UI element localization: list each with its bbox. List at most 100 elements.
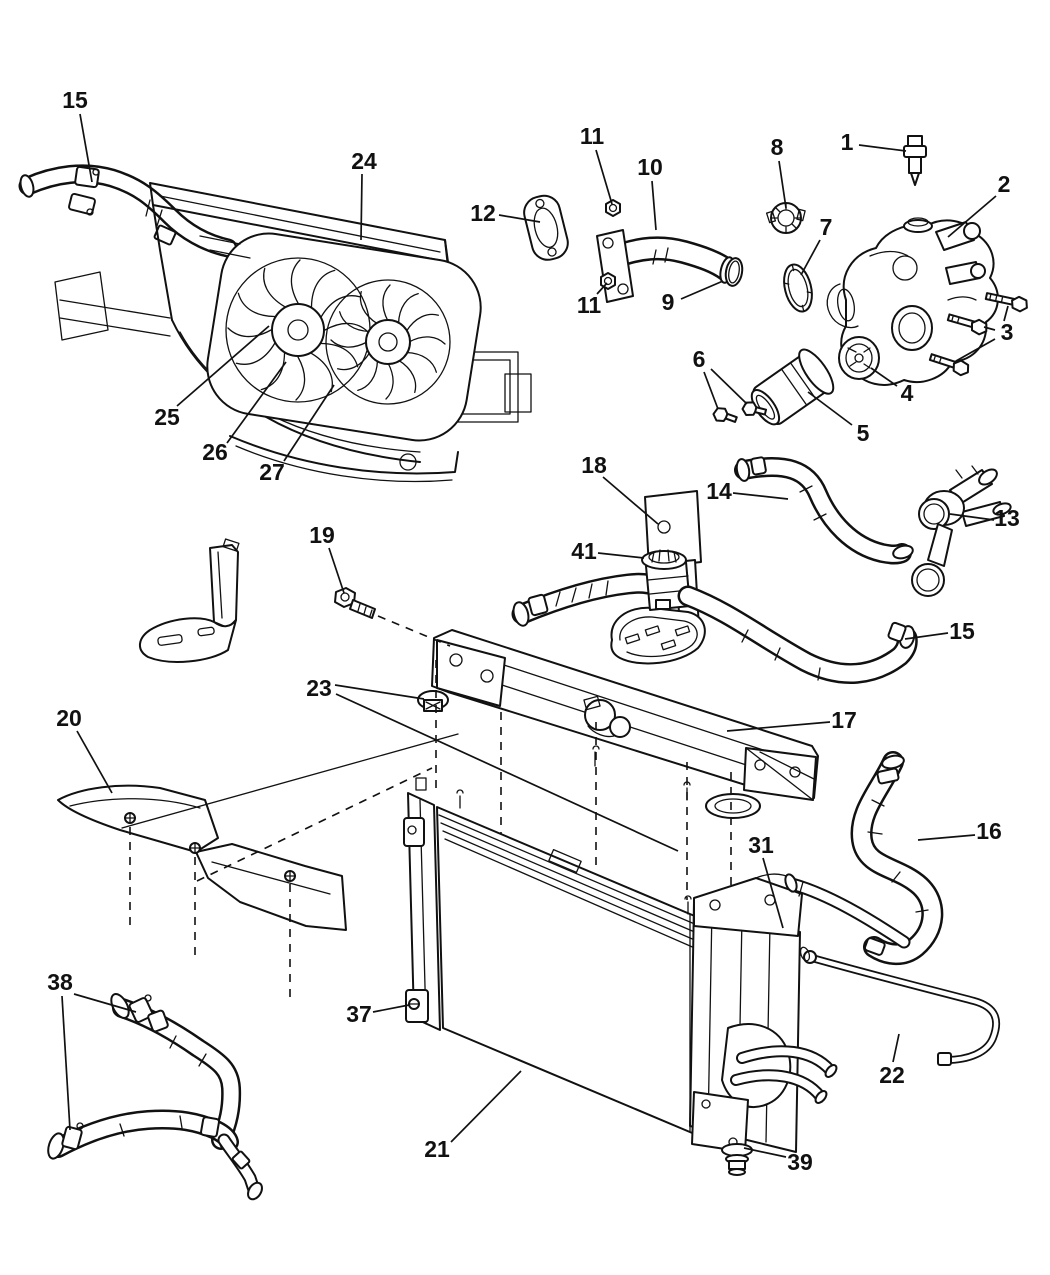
- leader-line-37-27: [372, 1004, 410, 1013]
- callout-31-25: 31: [748, 832, 774, 858]
- leader-line-8-7: [778, 160, 787, 209]
- leader-line-26-32: [226, 361, 287, 444]
- leader-line-16-24: [917, 834, 976, 841]
- leader-line-5-13: [807, 391, 853, 426]
- bypass-hose-assembly-drawing: [47, 993, 263, 1201]
- air-shield-drawing: [57, 784, 347, 931]
- callout-37-27: 37: [346, 1001, 372, 1027]
- callout-19-20: 19: [309, 522, 335, 548]
- callout-8-7: 8: [771, 134, 784, 160]
- leader-line-2-9: [947, 195, 997, 238]
- side-support-assembly-drawing: [689, 873, 838, 1176]
- callout-27-33: 27: [259, 459, 285, 485]
- callout-14-17: 14: [706, 478, 732, 504]
- water-pump-detail-drawing: [583, 695, 631, 738]
- line-art: [18, 135, 1028, 1201]
- leader-line-19-20: [328, 547, 345, 594]
- callout-17-22: 17: [831, 707, 857, 733]
- leader-line-15-0: [79, 113, 93, 183]
- leader-line-31-25: [762, 857, 784, 929]
- leader-line-39-30: [743, 1147, 787, 1158]
- callout-5-13: 5: [857, 420, 870, 446]
- leader-line-11-6: [596, 282, 608, 295]
- callout-11-2: 11: [580, 123, 605, 149]
- leader-line-6-14: [710, 368, 748, 405]
- leader-line-20-23: [76, 730, 113, 794]
- leader-line-6-14: [703, 371, 719, 410]
- upper-radiator-hose-drawing: [18, 164, 238, 258]
- mount-bolt-drawing: [334, 587, 376, 619]
- o-ring-drawing: [724, 257, 744, 287]
- hose-clamp-icon: [68, 165, 100, 216]
- bolt-icon: [712, 292, 1028, 423]
- fan-left-drawing: [225, 257, 371, 403]
- lower-radiator-hose-drawing: [784, 751, 944, 966]
- leader-line-13-18: [949, 513, 995, 521]
- seal-drawing: [783, 263, 813, 313]
- callout-21-29: 21: [424, 1136, 450, 1162]
- leader-line-7-10: [800, 239, 821, 276]
- callout-7-10: 7: [820, 214, 833, 240]
- rail-screw-icon: [408, 998, 420, 1010]
- leader-line-3-11: [983, 326, 996, 331]
- thermostat-drawing: [838, 336, 880, 380]
- leader-line-12-3: [498, 214, 541, 223]
- leader-line-1-8: [858, 144, 907, 152]
- callout-38-26: 38: [47, 969, 73, 995]
- push-pin-icon: [124, 812, 296, 882]
- leader-line-15-19: [904, 632, 949, 640]
- gasket-drawing: [523, 194, 569, 261]
- leader-line-27-33: [283, 384, 335, 462]
- callout-10-4: 10: [637, 154, 663, 180]
- callout-20-23: 20: [56, 705, 82, 731]
- callout-24-1: 24: [351, 148, 377, 174]
- thermostat-housing-drawing: [826, 217, 999, 386]
- leader-line-38-26: [61, 995, 71, 1131]
- callout-26-32: 26: [202, 439, 228, 465]
- heater-hose-drawing: [734, 456, 914, 565]
- fan-shroud-drawing: [206, 232, 482, 442]
- callout-16-24: 16: [976, 818, 1002, 844]
- radiator-side-rail-drawing: [403, 777, 441, 1031]
- radiator-drawing: [403, 777, 698, 1136]
- callout-4-12: 4: [901, 380, 914, 406]
- callout-3-11: 3: [1001, 319, 1014, 345]
- callout-9-5: 9: [662, 289, 675, 315]
- callout-22-28: 22: [879, 1062, 905, 1088]
- leader-line-4-12: [870, 367, 898, 387]
- l-bracket-drawing: [139, 538, 240, 663]
- callout-41-16: 41: [571, 538, 597, 564]
- coolant-temp-sensor-drawing: [903, 135, 927, 186]
- crossmember-drawing: [417, 629, 819, 819]
- drain-cock-drawing: [721, 1143, 753, 1176]
- leader-line-23-21: [334, 684, 425, 700]
- nut-icon: [600, 199, 621, 290]
- connector-valve-drawing: [911, 465, 1012, 597]
- leader-line-38-26: [73, 993, 137, 1013]
- pressure-cap-drawing: [641, 550, 687, 570]
- callout-13-18: 13: [994, 505, 1020, 531]
- leader-line-25-31: [176, 325, 270, 407]
- callout-25-31: 25: [154, 404, 180, 430]
- leader-line-22-28: [892, 1033, 900, 1063]
- fan-module-drawing: [54, 182, 532, 483]
- leader-line-18-15: [602, 476, 659, 525]
- leader-line-3-11: [955, 338, 996, 362]
- callout-2-9: 2: [998, 171, 1011, 197]
- mounting-bracket-drawing: [610, 490, 706, 665]
- fan-motor-drawing: [271, 303, 325, 357]
- callout-12-3: 12: [470, 200, 496, 226]
- coolant-outlet-drawing: [750, 348, 835, 426]
- leader-line-10-4: [651, 180, 657, 231]
- callout-6-14: 6: [693, 346, 706, 372]
- callout-18-15: 18: [581, 452, 607, 478]
- leader-line-11-2: [595, 149, 613, 205]
- leader-line-9-5: [680, 280, 724, 300]
- leader-line-3-11: [1003, 305, 1009, 322]
- callout-1-8: 1: [841, 129, 854, 155]
- callout-15-19: 15: [949, 618, 975, 644]
- callout-11-6: 11: [577, 292, 602, 318]
- leader-line-41-16: [597, 552, 645, 559]
